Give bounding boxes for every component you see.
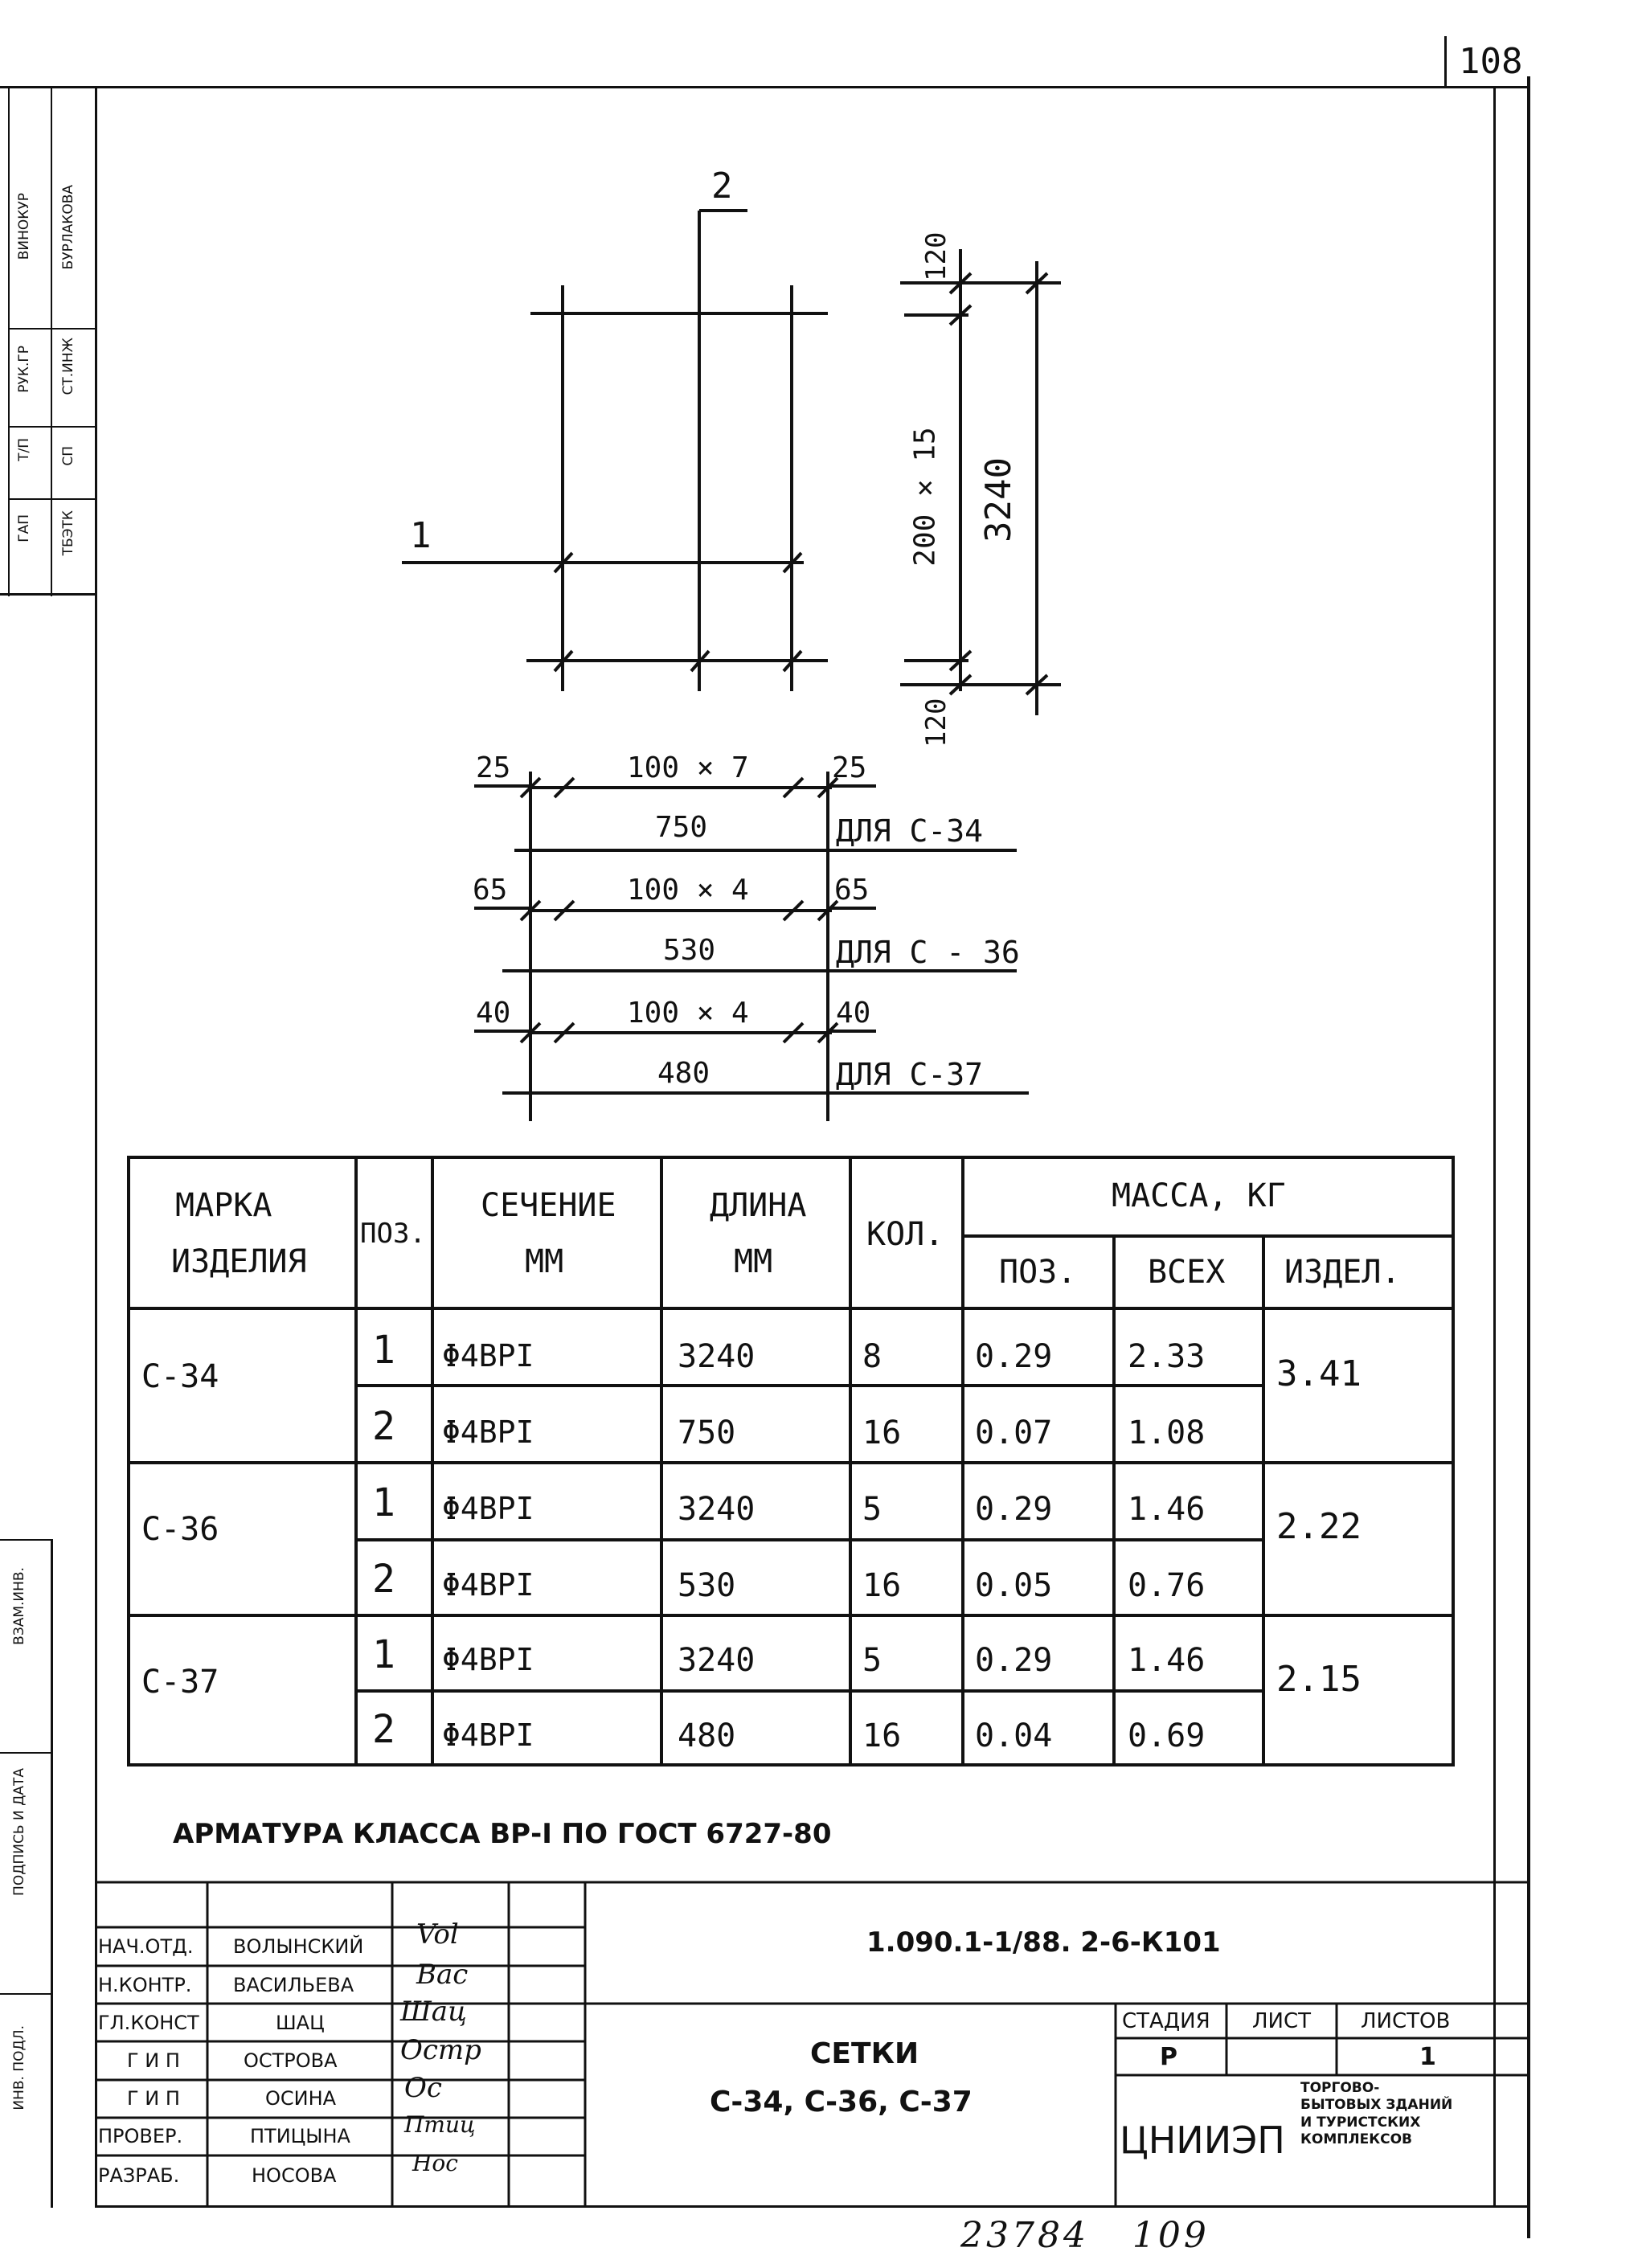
header-mass-pos: ПОЗ.	[999, 1254, 1077, 1291]
dim-row1-label: ДЛЯ С-34	[836, 813, 984, 849]
organization-subtitle: ТОРГОВО-БЫТОВЫХ ЗДАНИЙ И ТУРИСТСКИХ КОМП…	[1300, 2080, 1453, 2147]
dim-row2-label: ДЛЯ С - 36	[836, 935, 1020, 970]
drawing-code: 1.090.1-1/88. 2-6-К101	[866, 1926, 1221, 1959]
dim-row2-mid: 100 × 4	[627, 874, 749, 907]
dim-row2-total: 530	[663, 934, 716, 967]
dim-row2-right: 65	[834, 874, 870, 907]
dim-top-120: 120	[920, 231, 952, 281]
sheets-label: ЛИСТОВ	[1361, 2009, 1451, 2033]
strip-bottom-1: ВЗАМ.ИНВ.	[11, 1567, 27, 1645]
item-mass-c34: 3.41	[1276, 1353, 1362, 1394]
sheet-title-1: СЕТКИ	[810, 2037, 919, 2070]
header-mark-2: ИЗДЕЛИЯ	[171, 1243, 307, 1280]
sheet-label: ЛИСТ	[1252, 2009, 1312, 2033]
position-1-label: 1	[410, 515, 432, 556]
stage-value: Р	[1160, 2043, 1177, 2071]
header-length-2: ММ	[734, 1243, 773, 1280]
title-block: 1.090.1-1/88. 2-6-К101 НАЧ.ОТД. ВОЛЫНСКИ…	[95, 1881, 1529, 2208]
handwritten-number: 23784 109	[960, 2215, 1210, 2256]
header-section-2: ММ	[525, 1243, 564, 1280]
header-pos: ПОЗ.	[360, 1218, 426, 1250]
frame-right-rule	[1493, 86, 1496, 2208]
dim-row1-left: 25	[476, 751, 511, 784]
header-mark-1: МАРКА	[175, 1187, 272, 1224]
dim-row3-total: 480	[657, 1057, 710, 1090]
organization-name: ЦНИИЭП	[1120, 2119, 1285, 2162]
signature: Vol	[416, 1918, 459, 1951]
signature: Нос	[412, 2150, 458, 2176]
signature: Остр	[400, 2034, 481, 2066]
header-mass: МАССА, КГ	[1112, 1177, 1286, 1214]
header-qty: КОЛ.	[866, 1216, 944, 1253]
signature: Шац	[400, 1996, 467, 2028]
header-length-1: ДЛИНА	[710, 1187, 807, 1224]
dim-row1-total: 750	[655, 811, 708, 844]
spec-table: МАРКА ИЗДЕЛИЯ ПОЗ. СЕЧЕНИЕ ММ ДЛИНА ММ К…	[127, 1156, 1455, 1767]
reinforcement-note: АРМАТУРА КЛАССА ВР-I ПО ГОСТ 6727-80	[173, 1818, 832, 1850]
page-number-box-left	[1444, 36, 1447, 88]
dim-row1-mid: 100 × 7	[627, 751, 749, 784]
frame-top	[96, 86, 1529, 88]
frame-right-outer	[1527, 76, 1530, 2238]
item-mass-c36: 2.22	[1276, 1506, 1362, 1547]
dim-row3-right: 40	[836, 997, 871, 1030]
position-2-label: 2	[711, 166, 733, 207]
signature: Ос	[404, 2072, 442, 2104]
mesh-drawing	[402, 209, 1061, 1121]
dim-row3-left: 40	[476, 997, 511, 1030]
strip-bottom-2: ПОДПИСЬ И ДАТА	[11, 1768, 27, 1896]
signature: Bac	[416, 1959, 469, 1991]
dim-row1-right: 25	[832, 751, 867, 784]
dim-row3-mid: 100 × 4	[627, 997, 749, 1030]
dim-row2-left: 65	[473, 874, 508, 907]
signature: Птиц	[404, 2111, 476, 2138]
page-number: 108	[1459, 41, 1523, 82]
mark-c34: С-34	[141, 1358, 219, 1395]
item-mass-c37: 2.15	[1276, 1659, 1362, 1700]
header-section-1: СЕЧЕНИЕ	[481, 1187, 616, 1224]
sheet-title-2: С-34, С-36, С-37	[710, 2086, 973, 2119]
dim-middle-200x15: 200 × 15	[908, 427, 942, 567]
strip-bottom-3: ИНВ. ПОДЛ.	[11, 2025, 27, 2110]
dim-bottom-120: 120	[920, 698, 952, 747]
mark-c37: С-37	[141, 1664, 219, 1701]
dim-total-3240: 3240	[977, 457, 1019, 542]
dim-row3-label: ДЛЯ С-37	[836, 1057, 984, 1092]
mark-c36: С-36	[141, 1511, 219, 1548]
frame-bottom	[95, 2205, 1529, 2208]
frame-left	[95, 86, 97, 2208]
header-mass-all: ВСЕХ	[1148, 1254, 1226, 1291]
stage-label: СТАДИЯ	[1122, 2009, 1210, 2033]
sheets-value: 1	[1419, 2043, 1436, 2071]
header-mass-item: ИЗДЕЛ.	[1284, 1254, 1401, 1291]
